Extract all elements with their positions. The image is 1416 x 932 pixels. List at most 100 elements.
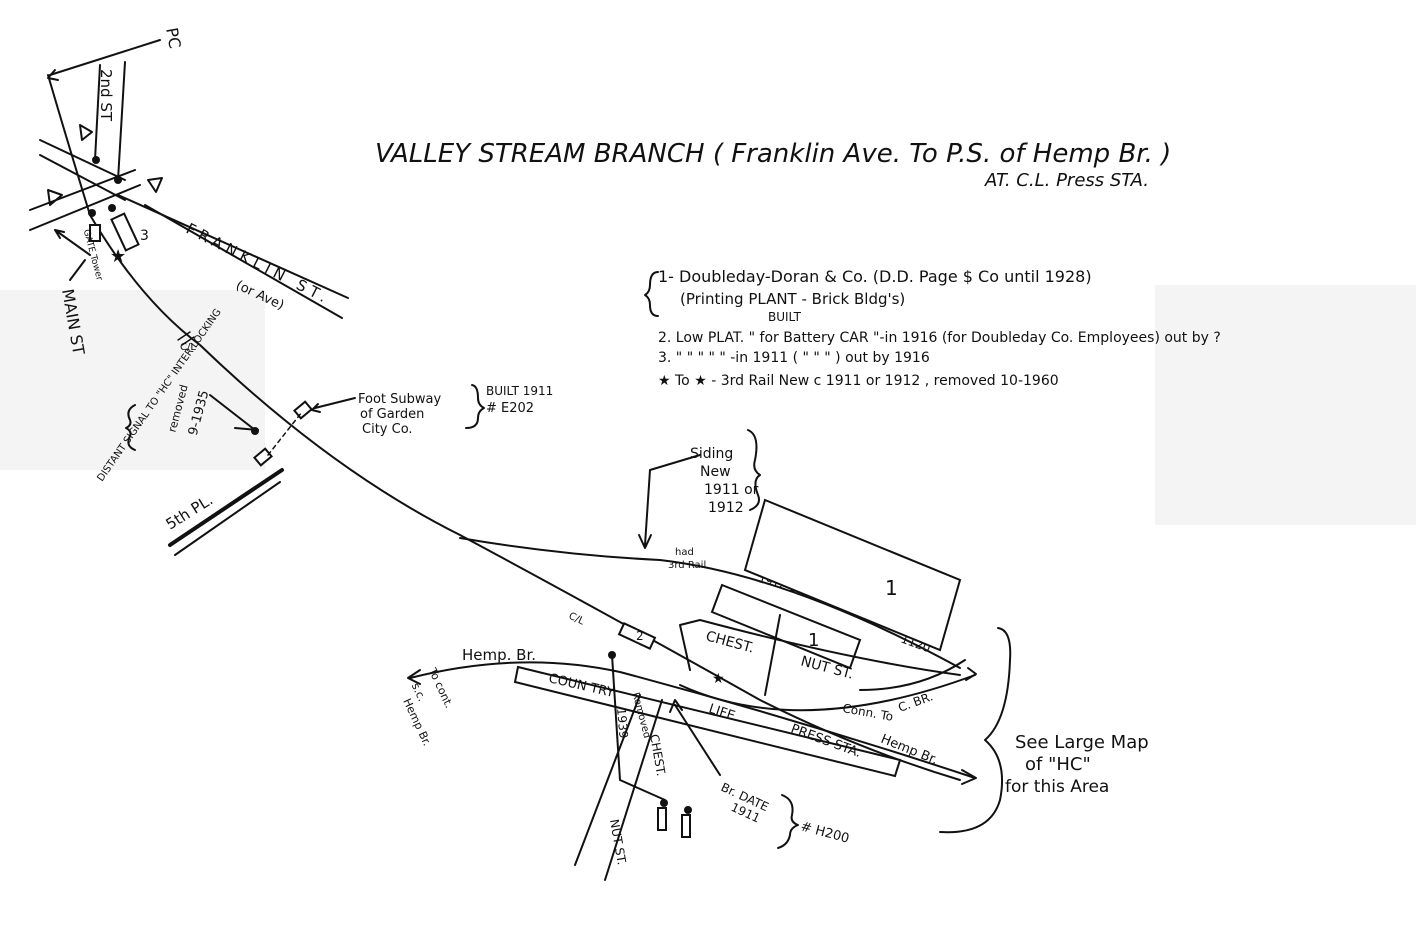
second-st-label: 2nd ST	[97, 69, 115, 122]
siding-year2-label: 1912	[708, 500, 744, 516]
pc-label: PC	[162, 26, 184, 50]
signal-pointer	[209, 394, 256, 431]
second-st-line-b	[117, 61, 126, 181]
scan-shade-left	[0, 290, 265, 470]
signal-post-icon	[88, 209, 96, 217]
cl-mark-top	[177, 331, 195, 346]
signal-lamp-icon	[251, 427, 259, 435]
chestnut-st-lower	[859, 659, 966, 691]
chest2-label: CHEST.	[647, 733, 668, 777]
nut-st2-label: NUT ST.	[607, 818, 629, 866]
siding-label: Siding	[690, 446, 733, 462]
signal-post-box	[681, 814, 691, 838]
subway-brace	[465, 384, 485, 429]
see-large-label: See Large Map	[1015, 732, 1149, 753]
platform-3-box	[110, 212, 140, 252]
title-line1: VALLEY STREAM BRANCH ( Franklin Ave. To …	[375, 139, 1171, 169]
siding-years-label: 1911 or	[704, 482, 759, 498]
main-st-arrow	[54, 229, 91, 256]
cross-street-b	[39, 154, 126, 201]
building-1-small-label: 1	[808, 630, 819, 651]
legend-built: BUILT	[768, 310, 802, 324]
had-label: had	[675, 547, 694, 558]
fifth-pl-label: 5th PL.	[163, 491, 217, 534]
platform-3-label: 3	[140, 228, 149, 244]
signal-icon	[79, 124, 93, 141]
fifth-pl-line-b	[174, 481, 281, 556]
main-st-pointer	[69, 259, 86, 281]
siding-pointer	[644, 454, 701, 546]
scan-shade-right	[1155, 285, 1416, 525]
legend-item4: ★ To ★ - 3rd Rail New c 1911 or 1912 , r…	[658, 373, 1059, 389]
signal-lamp-icon	[660, 799, 668, 807]
franklin-st-line-b	[144, 204, 343, 319]
hemp-br-track	[409, 661, 976, 779]
signal-icon	[47, 189, 63, 206]
hemp-br-label: Hemp. Br.	[462, 646, 536, 664]
bridge-brace	[777, 794, 799, 849]
bridge-date-arrow	[669, 699, 721, 776]
legend-item3: 3. " " " " " -in 1911 ( " " " ) out by 1…	[658, 350, 930, 366]
chestnut-st-upper	[679, 619, 961, 676]
foot-subway-path	[267, 411, 303, 456]
platform-2-label: 2	[636, 629, 644, 643]
press-station-platform	[513, 665, 902, 778]
gate-tower-box	[89, 224, 101, 242]
fifth-pl-line-a	[168, 468, 284, 547]
signal-icon	[147, 177, 163, 193]
connection-arrowhead	[965, 667, 977, 681]
signal-post-icon	[114, 176, 122, 184]
of-hc-label: of "HC"	[1025, 754, 1091, 775]
second-st-line-a	[94, 64, 101, 161]
cl-mid-label: C/L	[567, 611, 586, 628]
conn-label: Conn. To	[841, 701, 894, 724]
third-rail-label: 3rd Rail	[668, 560, 706, 571]
hemp-br2-label: Hemp Br.	[400, 696, 433, 748]
building-1-small	[710, 583, 862, 670]
siding-arrowhead	[638, 534, 652, 549]
foot-subway-stair	[293, 400, 313, 420]
foot-subway-arrow	[311, 397, 356, 413]
foot-subway-label: Foot Subway	[358, 392, 441, 407]
foot-subway-stair	[253, 447, 273, 467]
siding-track	[459, 537, 961, 669]
e202-label: # E202	[486, 401, 534, 416]
legend-item1b: (Printing PLANT - Brick Bldg's)	[680, 290, 905, 308]
see-large-brace	[939, 627, 1012, 834]
signal-lamp-icon	[608, 651, 616, 659]
hemp-br-arrowhead-right	[961, 769, 977, 785]
title-line2: AT. C.L. Press STA.	[984, 170, 1149, 191]
chestnut-stub	[764, 614, 781, 696]
chestnut-lower-line-a	[574, 694, 641, 866]
h200-label: # H200	[799, 819, 851, 846]
to-cont-label: To cont.	[425, 665, 455, 710]
legend-item2: 2. Low PLAT. " for Battery CAR "-in 1916…	[658, 330, 1221, 346]
star-marker-icon: ★	[712, 671, 725, 687]
signal-post-icon	[92, 156, 100, 164]
hemp-br-arrowhead-left	[407, 669, 421, 685]
for-area-label: for this Area	[1005, 777, 1109, 797]
siding-brace	[747, 429, 761, 511]
year-1939-label: 1939	[614, 707, 631, 739]
signal-post-box	[657, 807, 667, 831]
building-1-large-label: 1	[885, 576, 898, 600]
signal-post-icon	[108, 204, 116, 212]
pc-line	[49, 39, 161, 76]
city-co-label: City Co.	[362, 422, 413, 437]
cl-top-label: C/L	[180, 342, 196, 353]
cross-street-c	[29, 169, 136, 211]
chestnut-lower-line-b	[604, 699, 663, 881]
legend-item1: 1- Doubleday-Doran & Co. (D.D. Page $ Co…	[658, 267, 1092, 286]
of-garden-label: of Garden	[360, 407, 424, 422]
removed-signal-line	[611, 654, 666, 801]
cross-street-d	[29, 184, 141, 231]
signal-lamp-icon	[684, 806, 692, 814]
new-label: New	[700, 464, 731, 480]
platform-2-box	[617, 622, 657, 650]
star-marker-icon: ★	[110, 246, 126, 267]
building-1-large	[743, 498, 962, 652]
legend-brace	[644, 271, 659, 317]
cross-street-a	[39, 139, 126, 181]
